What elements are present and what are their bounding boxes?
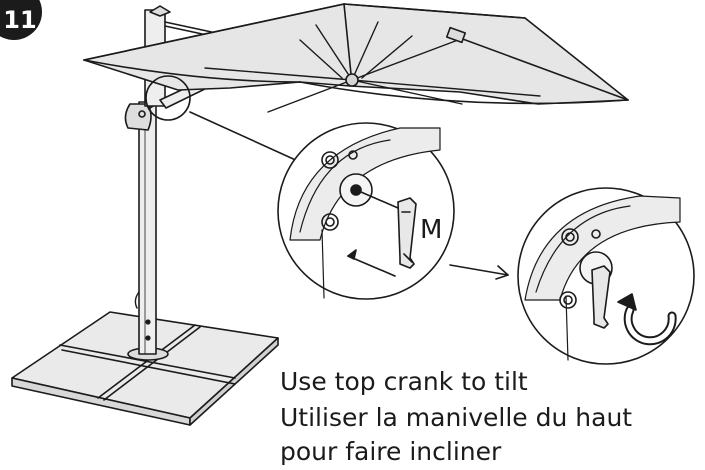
detail-highlight-circle xyxy=(145,75,191,121)
step-number-badge: 11 xyxy=(0,0,42,40)
crank-housing xyxy=(124,101,171,131)
detail-view-crank-turned xyxy=(517,187,695,365)
base-weights xyxy=(11,311,279,426)
part-label-m: M xyxy=(420,215,443,245)
umbrella-pole xyxy=(134,101,157,355)
transition-arrow xyxy=(449,264,509,280)
instruction-english: Use top crank to tilt xyxy=(280,367,528,396)
instruction-french-line2: pour faire incliner xyxy=(280,437,502,466)
umbrella-canopy xyxy=(83,3,629,113)
instruction-french-line1: Utiliser la manivelle du haut xyxy=(280,403,633,432)
detail-view-crank-inserted xyxy=(277,122,455,300)
